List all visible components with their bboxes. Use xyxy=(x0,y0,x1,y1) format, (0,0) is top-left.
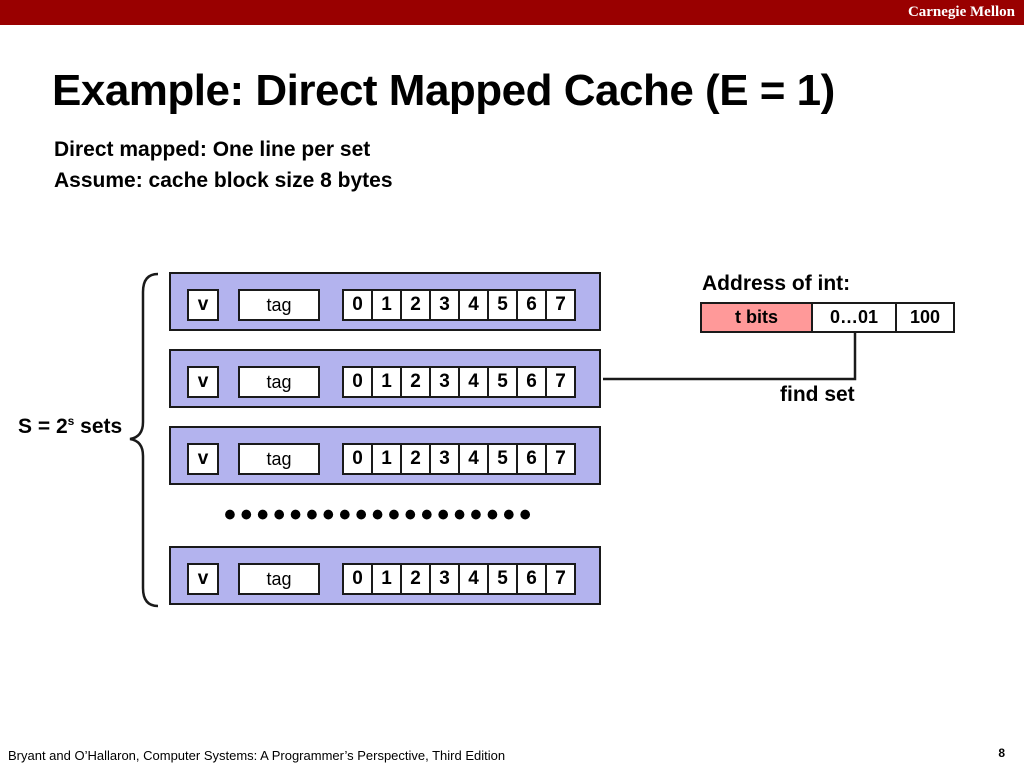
valid-bit-cell: v xyxy=(187,443,219,475)
address-fields: t bits 0…01 100 xyxy=(700,302,955,333)
tag-cell: tag xyxy=(238,563,320,595)
ellipsis-dots: ••••••••••••••••••• xyxy=(224,496,536,534)
block-byte-cell: 1 xyxy=(371,443,402,475)
block-byte-cell: 5 xyxy=(487,366,518,398)
block-byte-cell: 3 xyxy=(429,366,460,398)
sets-count-label: S = 2s sets xyxy=(18,414,123,438)
block-byte-cell: 7 xyxy=(545,289,576,321)
block-byte-cell: 6 xyxy=(516,563,547,595)
cache-set-row: v tag 0 1 2 3 4 5 6 7 xyxy=(169,272,601,331)
cache-set-row: v tag 0 1 2 3 4 5 6 7 xyxy=(169,426,601,485)
subtitle-line-1: Direct mapped: One line per set xyxy=(54,138,371,161)
cache-block: 0 1 2 3 4 5 6 7 xyxy=(342,563,576,595)
cache-block: 0 1 2 3 4 5 6 7 xyxy=(342,366,576,398)
valid-bit-cell: v xyxy=(187,289,219,321)
tag-cell: tag xyxy=(238,366,320,398)
find-set-label: find set xyxy=(780,383,855,406)
block-byte-cell: 1 xyxy=(371,289,402,321)
sets-brace xyxy=(129,272,159,608)
block-byte-cell: 0 xyxy=(342,443,373,475)
tag-bits-field: t bits xyxy=(700,302,813,333)
block-byte-cell: 7 xyxy=(545,366,576,398)
block-byte-cell: 6 xyxy=(516,366,547,398)
cache-set-row: v tag 0 1 2 3 4 5 6 7 xyxy=(169,349,601,408)
footer-credit: Bryant and O’Hallaron, Computer Systems:… xyxy=(8,748,506,763)
cache-set-row: v tag 0 1 2 3 4 5 6 7 xyxy=(169,546,601,605)
block-byte-cell: 3 xyxy=(429,443,460,475)
valid-bit-cell: v xyxy=(187,366,219,398)
block-offset-field: 100 xyxy=(895,302,955,333)
institution-name: Carnegie Mellon xyxy=(907,4,1015,20)
slide-title: Example: Direct Mapped Cache (E = 1) xyxy=(52,66,835,115)
set-index-field: 0…01 xyxy=(811,302,897,333)
block-byte-cell: 1 xyxy=(371,563,402,595)
block-byte-cell: 5 xyxy=(487,289,518,321)
block-byte-cell: 4 xyxy=(458,563,489,595)
tag-cell: tag xyxy=(238,443,320,475)
block-byte-cell: 7 xyxy=(545,563,576,595)
find-set-connector xyxy=(603,333,857,381)
valid-bit-cell: v xyxy=(187,563,219,595)
block-byte-cell: 7 xyxy=(545,443,576,475)
tag-cell: tag xyxy=(238,289,320,321)
cache-block: 0 1 2 3 4 5 6 7 xyxy=(342,289,576,321)
page-number: 8 xyxy=(998,746,1005,760)
subtitle-line-2: Assume: cache block size 8 bytes xyxy=(54,169,393,192)
header-bar: Carnegie Mellon xyxy=(0,0,1024,25)
address-label: Address of int: xyxy=(702,272,851,295)
cache-block: 0 1 2 3 4 5 6 7 xyxy=(342,443,576,475)
block-byte-cell: 2 xyxy=(400,366,431,398)
